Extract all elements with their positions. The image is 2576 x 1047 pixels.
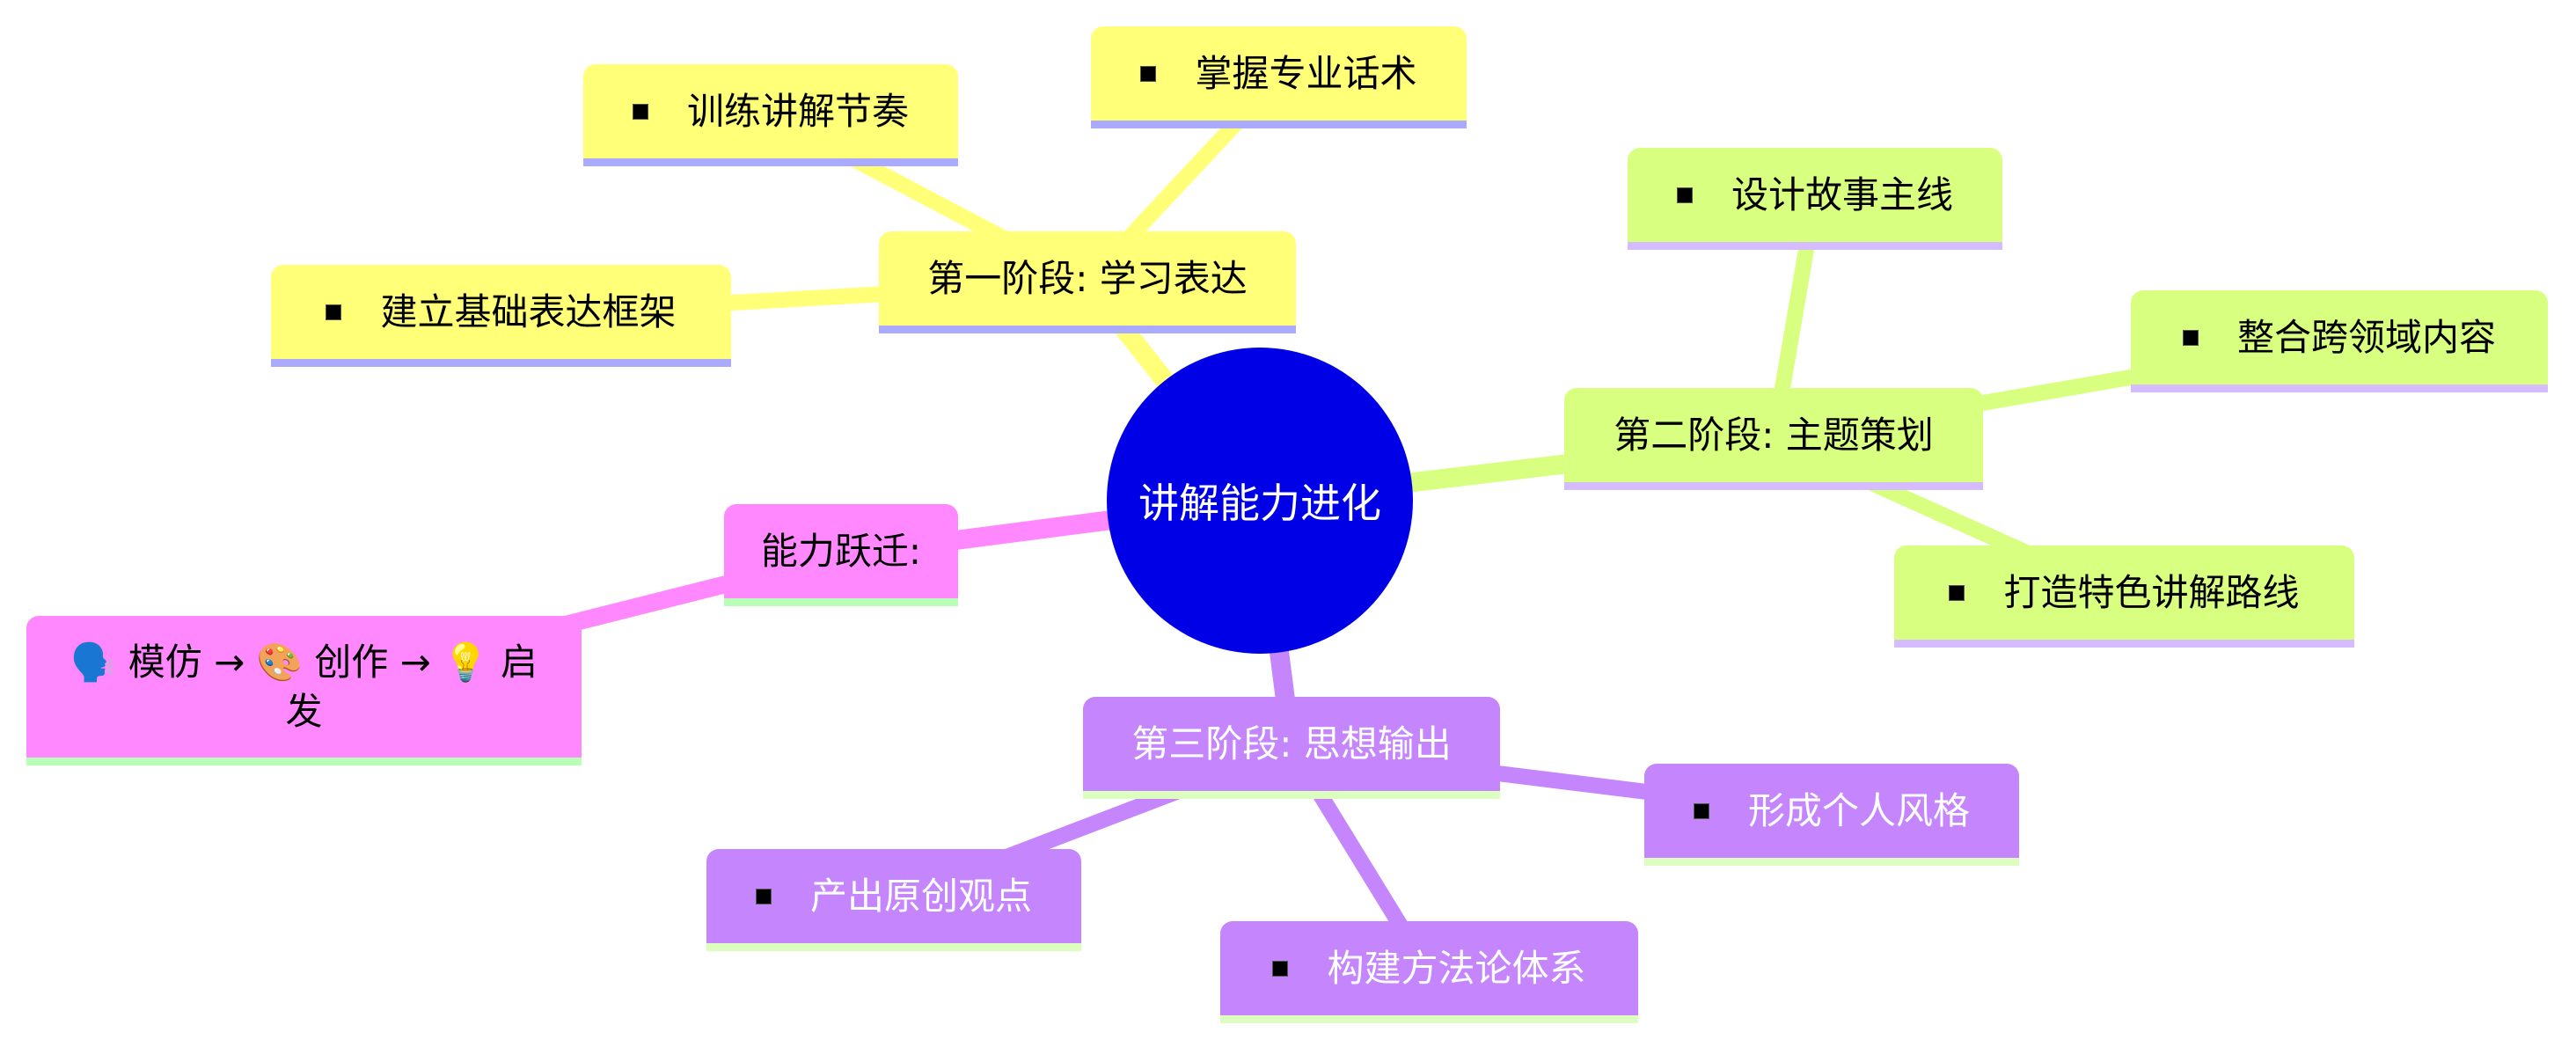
leaf-label: 形成个人风格: [1747, 788, 1970, 832]
branch-stage-2[interactable]: 第二阶段: 主题策划: [1564, 388, 1983, 490]
branch-ability-leap[interactable]: 能力跃迁:: [724, 504, 958, 606]
bullet-icon: [1693, 802, 1709, 819]
leaf-node[interactable]: 构建方法论体系: [1220, 921, 1638, 1023]
leaf-node[interactable]: 打造特色讲解路线: [1894, 545, 2354, 648]
leaf-label: 设计故事主线: [1731, 172, 1953, 216]
leaf-node[interactable]: 建立基础表达框架: [271, 265, 731, 367]
leaf-node[interactable]: 产出原创观点: [706, 849, 1081, 951]
leaf-label: 🗣️ 模仿 → 🎨 创作 → 💡 启发: [70, 640, 538, 733]
leaf-label: 掌握专业话术: [1195, 51, 1417, 95]
bullet-icon: [326, 304, 342, 320]
leaf-node[interactable]: 训练讲解节奏: [583, 64, 958, 166]
leaf-label: 整合跨领域内容: [2236, 315, 2496, 359]
leaf-node[interactable]: 设计故事主线: [1628, 148, 2002, 250]
leaf-label: 构建方法论体系: [1327, 946, 1586, 990]
leaf-label: 产出原创观点: [809, 874, 1032, 918]
leaf-node[interactable]: 掌握专业话术: [1091, 26, 1467, 128]
bullet-icon: [755, 888, 772, 904]
branch-stage-1[interactable]: 第一阶段: 学习表达: [879, 231, 1296, 333]
bullet-icon: [1949, 584, 1965, 601]
branch-stage-3[interactable]: 第三阶段: 思想输出: [1083, 697, 1500, 799]
leaf-label: 建立基础表达框架: [380, 289, 677, 333]
bullet-icon: [2182, 329, 2199, 346]
bullet-icon: [1676, 187, 1693, 203]
bullet-icon: [1272, 960, 1289, 977]
branch-label: 能力跃迁:: [760, 529, 922, 573]
leaf-node-progression[interactable]: 🗣️ 模仿 → 🎨 创作 → 💡 启发: [26, 616, 582, 765]
branch-label: 第三阶段: 思想输出: [1131, 721, 1452, 765]
root-node[interactable]: 讲解能力进化: [1107, 348, 1413, 654]
leaf-node[interactable]: 形成个人风格: [1644, 764, 2019, 866]
leaf-label: 训练讲解节奏: [686, 89, 909, 133]
bullet-icon: [632, 103, 648, 120]
branch-label: 第一阶段: 学习表达: [927, 256, 1248, 300]
leaf-label: 打造特色讲解路线: [2003, 570, 2300, 614]
root-label: 讲解能力进化: [1138, 480, 1381, 527]
leaf-node[interactable]: 整合跨领域内容: [2131, 290, 2548, 392]
bullet-icon: [1140, 65, 1157, 82]
branch-label: 第二阶段: 主题策划: [1614, 413, 1934, 457]
